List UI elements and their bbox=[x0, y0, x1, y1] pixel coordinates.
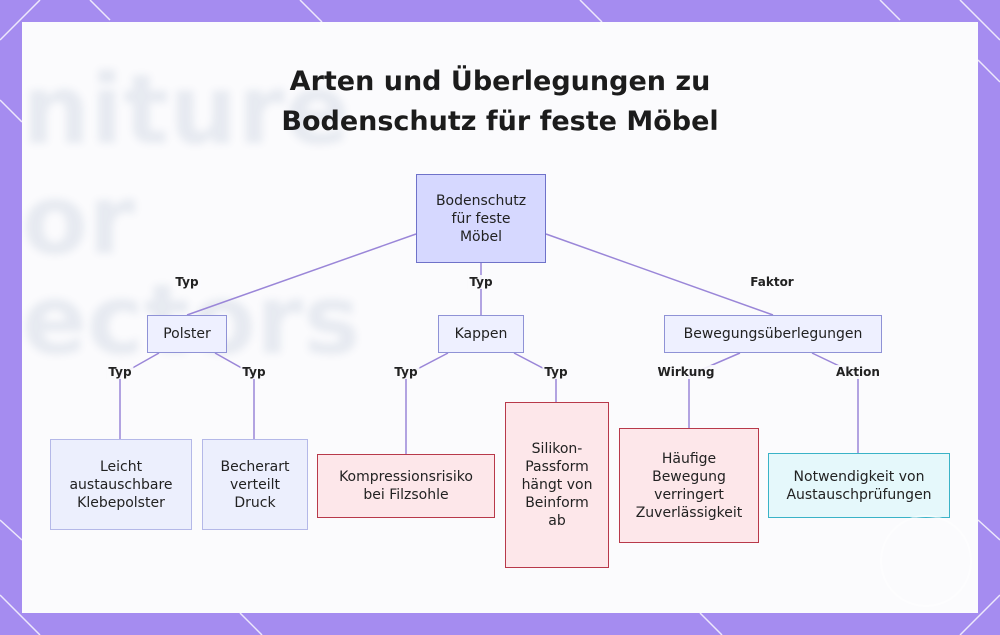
node-haeufig: Häufige Bewegung verringert Zuverlässigk… bbox=[619, 428, 759, 543]
edge-label: Typ bbox=[106, 365, 133, 379]
node-polster: Polster bbox=[147, 315, 227, 353]
edge-label: Wirkung bbox=[656, 365, 717, 379]
node-kappen: Kappen bbox=[438, 315, 524, 353]
node-kompression: Kompressionsrisiko bei Filzsohle bbox=[317, 454, 495, 518]
edge-label: Typ bbox=[240, 365, 267, 379]
node-notwendigkeit: Notwendigkeit von Austauschprüfungen bbox=[768, 453, 950, 518]
edge-label: Typ bbox=[392, 365, 419, 379]
edge-label: Typ bbox=[542, 365, 569, 379]
node-bewegung: Bewegungsüberlegungen bbox=[664, 315, 882, 353]
edge-label: Aktion bbox=[834, 365, 882, 379]
edge-root-polster bbox=[187, 234, 416, 315]
edge-label: Faktor bbox=[748, 275, 795, 289]
edge-label: Typ bbox=[173, 275, 200, 289]
edge-root-bewegung bbox=[546, 234, 773, 315]
diagram-card: niture or ectors Arten und Überlegungen … bbox=[22, 22, 978, 613]
node-root: Bodenschutz für feste Möbel bbox=[416, 174, 546, 263]
edge-label: Typ bbox=[467, 275, 494, 289]
watermark-badge-icon bbox=[880, 515, 972, 607]
node-becherart: Becherart verteilt Druck bbox=[202, 439, 308, 530]
node-silikon: Silikon- Passform hängt von Beinform ab bbox=[505, 402, 609, 568]
node-klebepolster: Leicht austauschbare Klebepolster bbox=[50, 439, 192, 530]
